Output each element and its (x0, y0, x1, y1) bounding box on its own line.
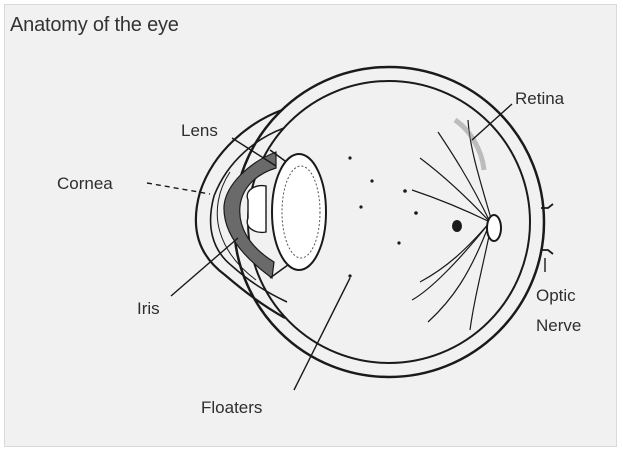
leader-lines (147, 104, 545, 390)
label-cornea: Cornea (57, 174, 113, 193)
iris-leader (171, 238, 238, 296)
label-floaters: Floaters (201, 398, 262, 417)
label-iris: Iris (137, 299, 160, 318)
label-lens: Lens (181, 121, 218, 140)
pupil-shape (247, 186, 266, 233)
label-optic-nerve-line2: Nerve (536, 316, 581, 335)
fovea-spot (452, 220, 462, 232)
floater-dots (348, 156, 417, 277)
lens-shape (272, 154, 326, 270)
label-retina: Retina (515, 89, 565, 108)
optic-disc (487, 215, 501, 241)
lens-leader (232, 138, 276, 166)
retina-shading (455, 120, 484, 170)
label-optic-nerve-line1: Optic (536, 286, 576, 305)
